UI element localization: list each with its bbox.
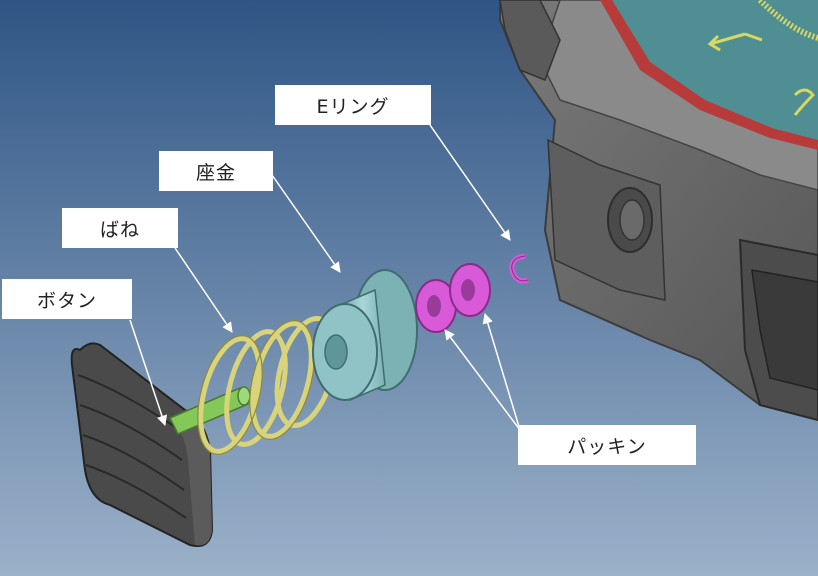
button-part [70, 342, 214, 547]
label-button: ボタン [2, 279, 132, 319]
arrow-icon [707, 32, 763, 52]
washer-part [312, 269, 418, 402]
leader-washer [271, 174, 341, 273]
leader-packing-2 [482, 312, 521, 431]
leader-lines [129, 124, 521, 431]
label-e-ring: Eリング [275, 85, 431, 125]
leader-packing-1 [444, 329, 521, 431]
label-washer: 座金 [159, 151, 273, 191]
dial [612, 0, 818, 140]
leader-button [129, 319, 167, 426]
label-spring: ばね [62, 208, 178, 248]
label-packing: パッキン [518, 425, 696, 465]
leader-e-ring [429, 124, 511, 241]
leader-spring [174, 247, 233, 333]
e-ring-part [509, 253, 529, 284]
watch-case [499, 0, 818, 422]
packing-part [415, 263, 491, 333]
